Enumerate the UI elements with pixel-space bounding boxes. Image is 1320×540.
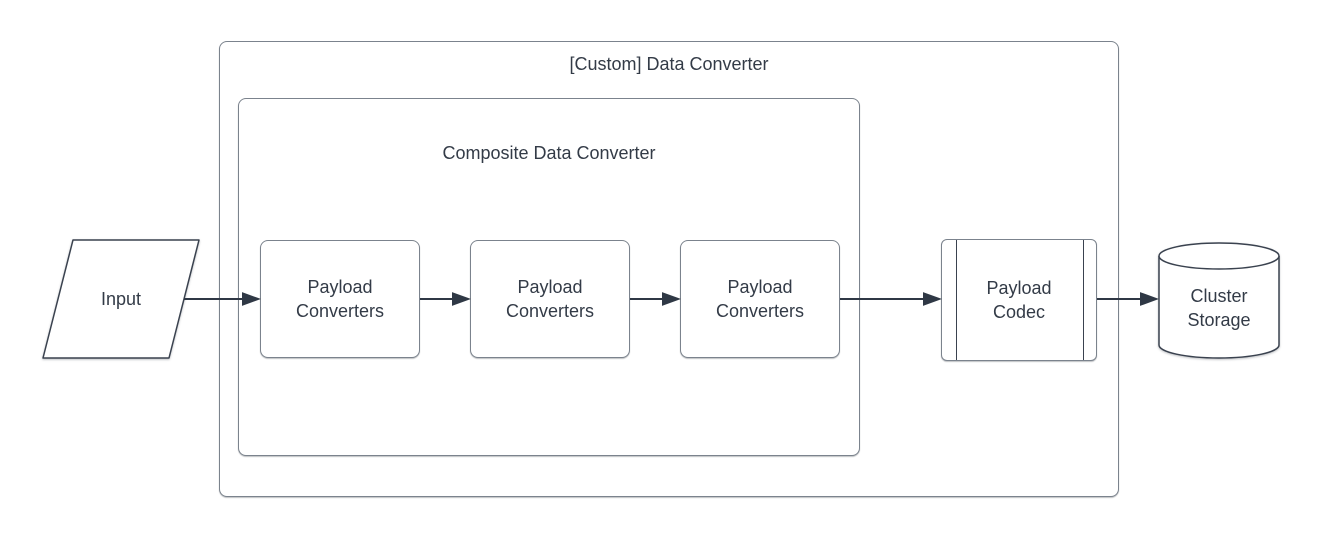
payload-converters-3-line1: Payload — [727, 277, 793, 297]
payload-converters-3-line2: Converters — [715, 301, 805, 321]
codec-left-inner-line — [956, 240, 957, 360]
payload-converters-1-line1: Payload — [307, 277, 373, 297]
payload-converters-node-3: Payload Converters — [680, 240, 840, 358]
custom-data-converter-title: [Custom] Data Converter — [569, 54, 769, 74]
codec-right-inner-line — [1083, 240, 1084, 360]
payload-codec-line2: Codec — [992, 302, 1046, 322]
payload-converters-1-line2: Converters — [295, 301, 385, 321]
cluster-storage-cylinder-shape — [1158, 242, 1280, 359]
arrowhead-codec-to-storage — [1140, 292, 1159, 306]
input-parallelogram-shape — [42, 239, 200, 359]
composite-data-converter-title: Composite Data Converter — [442, 143, 656, 163]
payload-converters-node-1: Payload Converters — [260, 240, 420, 358]
payload-codec-line1: Payload — [986, 278, 1052, 298]
payload-codec-node: Payload Codec — [941, 239, 1097, 361]
payload-converters-2-line1: Payload — [517, 277, 583, 297]
payload-converters-node-2: Payload Converters — [470, 240, 630, 358]
payload-converters-2-line2: Converters — [505, 301, 595, 321]
